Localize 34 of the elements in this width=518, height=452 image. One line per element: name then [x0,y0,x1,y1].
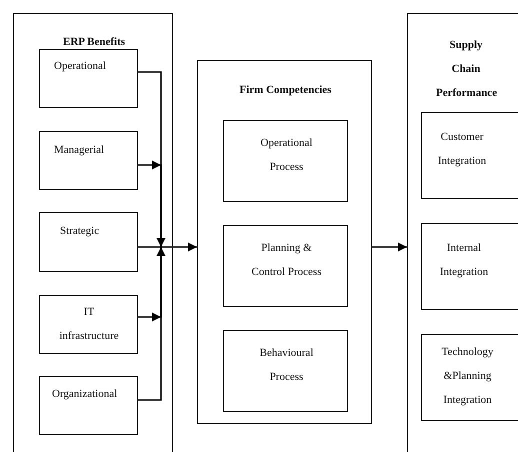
process-box [223,120,348,202]
process-box [39,131,138,190]
connector-line [137,247,166,401]
box-label: Technology &Planning Integration [440,345,494,408]
group-panel [407,13,518,452]
process-box [223,225,348,307]
arrow [161,242,197,252]
connector-line [137,71,166,247]
arrow [372,242,407,252]
process-box [39,49,138,108]
process-box [39,212,138,272]
box-label: Behavioural Process [258,346,314,385]
box-label: Internal Integration [438,241,490,280]
process-box [421,223,518,310]
process-box [223,330,348,412]
group-panel [197,60,372,424]
box-label: Managerial [54,143,106,158]
box-label: Organizational [52,387,118,402]
box-label: IT infrastructure [58,305,120,344]
connector-line [137,160,162,247]
connector-line [137,246,161,248]
box-label: Planning & Control Process [250,241,322,280]
process-box [421,112,518,199]
process-box [39,295,138,354]
box-label: Operational Process [260,136,314,175]
group-heading: ERP Benefits [62,35,126,50]
box-label: Customer Integration [436,130,488,169]
group-heading: Supply Chain Performance [436,38,496,101]
group-panel [13,13,173,452]
group-heading: Firm Competencies [238,83,332,98]
process-box [421,334,518,421]
box-label: Operational [54,59,107,74]
process-box [39,376,138,435]
box-label: Strategic [60,224,100,239]
